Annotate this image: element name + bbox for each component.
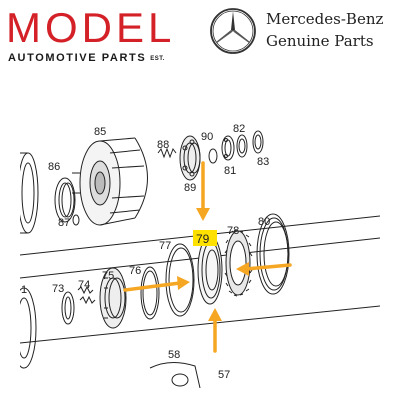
callout-80: 80	[258, 216, 270, 228]
callout-57: 57	[218, 369, 230, 381]
callout-86: 86	[48, 161, 60, 173]
part-87-clip	[72, 214, 80, 226]
callout-73: 73	[52, 283, 64, 295]
pointer-arrows	[123, 161, 292, 353]
part-73-ring	[61, 291, 75, 325]
part-83-ring	[252, 130, 264, 154]
callout-89: 89	[184, 182, 196, 194]
highlight-box-79	[193, 230, 217, 246]
part-74-springs	[77, 285, 96, 305]
arrow-up-head	[208, 308, 222, 321]
arrow-left-head	[236, 262, 249, 276]
genuine-parts-label: Genuine Parts	[266, 32, 374, 50]
arrow-left	[244, 263, 292, 271]
part-81-bearing	[221, 135, 235, 161]
part-58-housing	[149, 362, 201, 388]
arrow-down-head	[196, 208, 210, 221]
part-76-snap-ring	[140, 266, 160, 320]
part-left-drum-upper	[20, 152, 39, 234]
callout-90: 90	[201, 131, 213, 143]
part-82-washer	[236, 134, 248, 158]
callout-88: 88	[157, 139, 169, 151]
mercedes-benz-name: Mercedes-Benz	[266, 10, 384, 28]
model-est-text: EST.	[150, 56, 165, 62]
arrow-right	[123, 281, 182, 292]
callout-58: 58	[168, 349, 180, 361]
callout-81: 81	[224, 165, 236, 177]
part-89-bearing	[179, 135, 201, 181]
model-subtitle-text: AUTOMOTIVE PARTS	[8, 52, 147, 64]
callout-82: 82	[233, 123, 245, 135]
callout-75: 75	[102, 270, 114, 282]
callout-83: 83	[257, 156, 269, 168]
callout-79: 79	[196, 232, 210, 246]
part-78-gear-plate	[224, 229, 253, 297]
callout-87: 87	[58, 217, 70, 229]
arrow-right-head	[177, 276, 190, 290]
mercedes-star-icon	[210, 8, 256, 54]
part-left-drum-lower	[20, 287, 37, 369]
parts-diagram-svg: 85 88 90 82 86 89 81 83 87 77 79 78 80 7…	[20, 123, 380, 388]
model-logo-word: MODEL	[6, 4, 176, 51]
mercedes-benz-logo: Mercedes-Benz Genuine Parts	[208, 6, 398, 58]
part-75-piston	[99, 267, 127, 329]
exploded-parts-diagram: 85 88 90 82 86 89 81 83 87 77 79 78 80 7…	[20, 118, 380, 388]
callout-77: 77	[159, 240, 171, 252]
callout-76: 76	[129, 265, 141, 277]
part-79-friction-plate	[197, 235, 223, 305]
part-86-ring	[54, 177, 76, 223]
part-80-ring	[256, 213, 290, 295]
part-77-disc	[165, 243, 195, 317]
part-88-spring	[157, 147, 177, 159]
divider-line-bottom	[20, 305, 380, 344]
callout-78: 78	[227, 225, 239, 237]
part-85-carrier	[72, 137, 148, 226]
callout-85: 85	[94, 126, 106, 138]
callout-74: 74	[78, 279, 90, 291]
part-90-ring	[208, 148, 218, 164]
callout-1: 1	[21, 284, 27, 296]
